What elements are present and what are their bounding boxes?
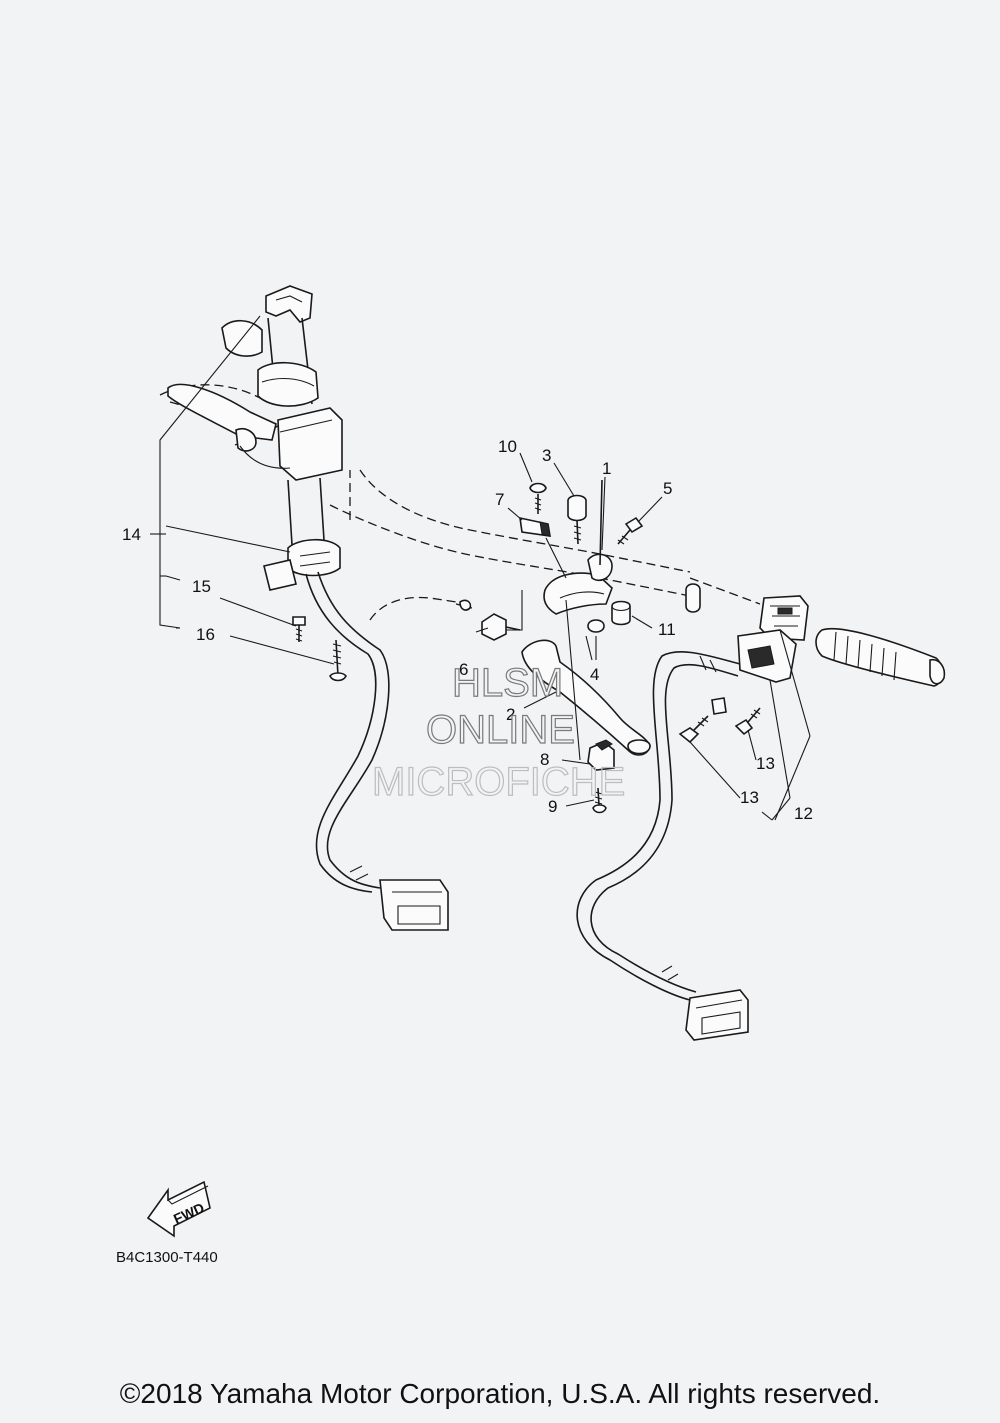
watermark: HLSM ONLINE MICROFICHE — [371, 660, 626, 804]
screw-16-icon — [329, 639, 347, 682]
callout-7: 7 — [495, 490, 504, 509]
callout-15: 15 — [192, 577, 211, 596]
watermark-line-2: ONLINE — [426, 708, 575, 752]
callout-13a: 13 — [756, 754, 775, 773]
callout-10: 10 — [498, 437, 517, 456]
left-handlebar-assembly — [167, 285, 449, 931]
forward-arrow-icon: FWD — [146, 1180, 211, 1238]
watermark-line-3: MICROFICHE — [372, 760, 625, 804]
callout-4: 4 — [590, 665, 599, 684]
callout-16: 16 — [196, 625, 215, 644]
callout-5: 5 — [663, 479, 672, 498]
callout-11: 11 — [658, 620, 676, 639]
callout-6: 6 — [459, 660, 468, 679]
callout-3: 3 — [542, 446, 551, 465]
leader-lines — [150, 315, 757, 807]
callout-1: 1 — [602, 459, 611, 478]
lever-holder-assembly — [455, 479, 651, 814]
diagram-code: B4C1300-T440 — [116, 1249, 218, 1266]
callout-labels: 1 2 3 4 5 6 7 8 9 10 11 12 13 13 14 15 1… — [122, 437, 813, 823]
callout-8: 8 — [540, 750, 549, 769]
callout-9: 9 — [548, 797, 557, 816]
copyright-notice: ©2018 Yamaha Motor Corporation, U.S.A. A… — [119, 1378, 881, 1409]
right-handlebar-assembly — [576, 577, 946, 1041]
watermark-line-1: HLSM — [452, 661, 563, 705]
callout-14: 14 — [122, 525, 141, 544]
screw-15-icon — [292, 616, 306, 642]
callout-13b: 13 — [740, 788, 759, 807]
callout-2: 2 — [506, 705, 515, 724]
callout-12: 12 — [794, 804, 813, 823]
